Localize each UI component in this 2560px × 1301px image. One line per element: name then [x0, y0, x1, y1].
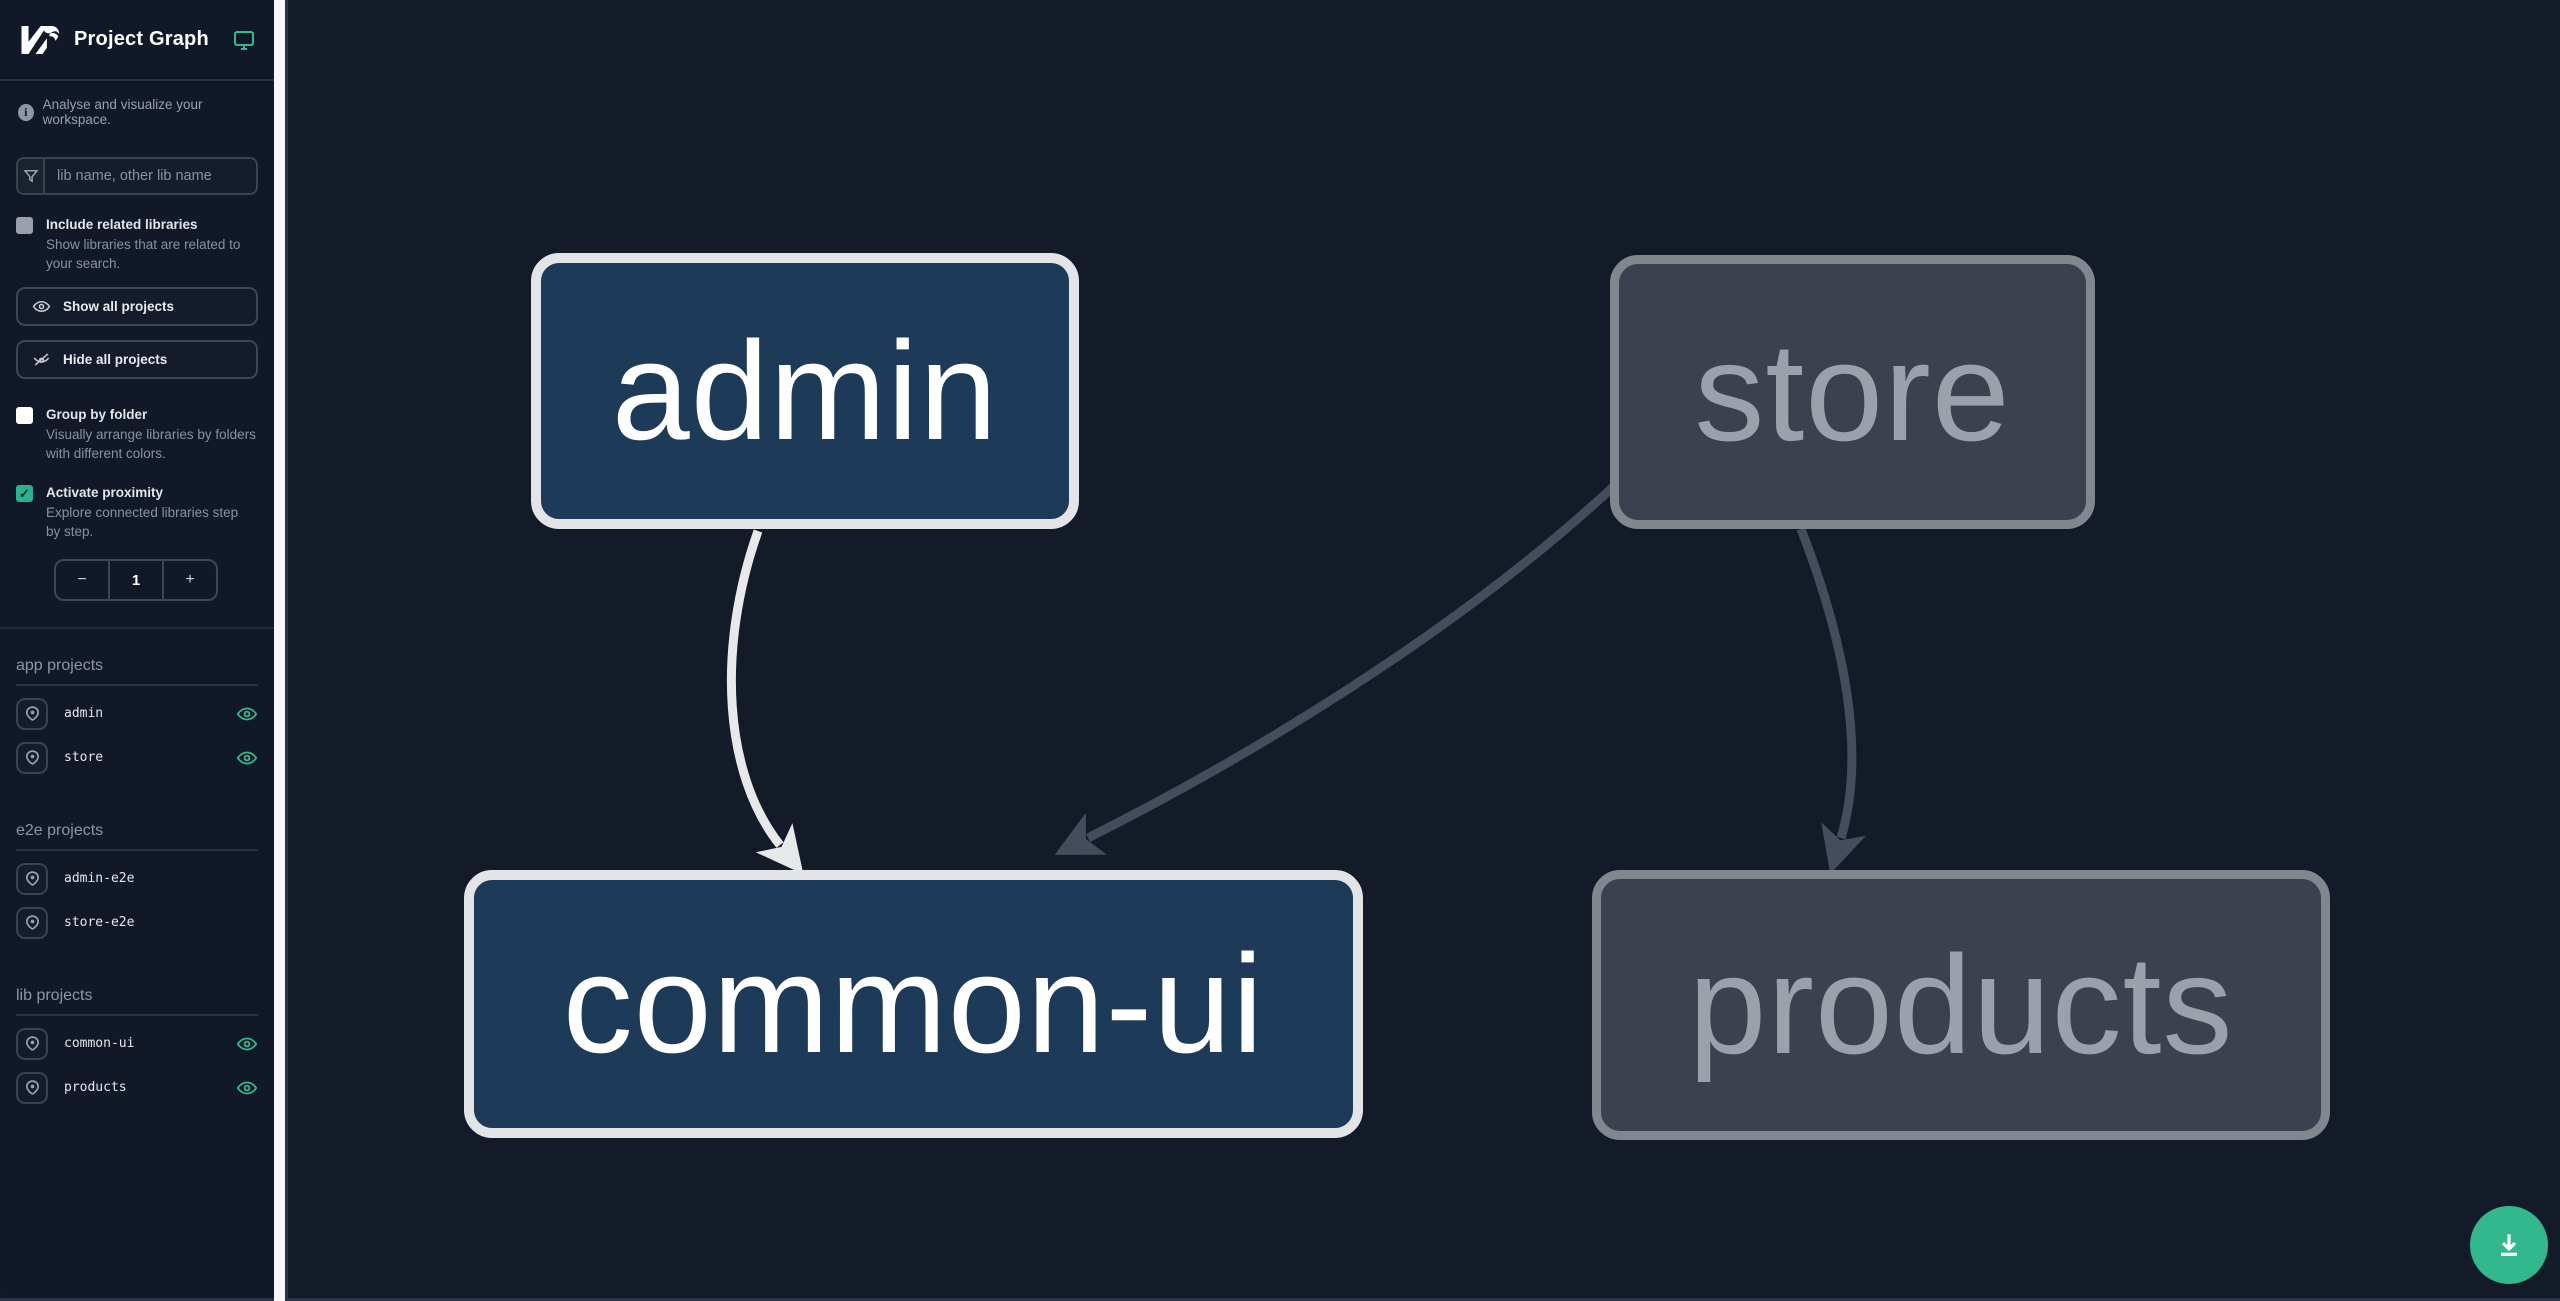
download-graph-button[interactable] [2470, 1206, 2548, 1284]
project-name: store-e2e [64, 915, 135, 930]
hide-all-projects-button[interactable]: Hide all projects [16, 340, 258, 379]
stepper-decrement-button[interactable]: − [77, 571, 87, 588]
show-all-projects-button[interactable]: Show all projects [16, 287, 258, 326]
toggle-label: Include related libraries [46, 217, 198, 232]
graph-node-products[interactable]: products [1592, 870, 2330, 1140]
toggle-visibility-eye-icon[interactable] [236, 703, 258, 725]
node-label: products [1688, 926, 2234, 1083]
toggle-description: Show libraries that are related to your … [46, 237, 241, 271]
filter-box [16, 157, 258, 195]
toggle-visibility-eye-icon[interactable] [236, 1033, 258, 1055]
graph-node-common-ui[interactable]: common-ui [464, 870, 1363, 1138]
toggle-description: Visually arrange libraries by folders wi… [46, 427, 256, 461]
nx-logo [21, 25, 60, 54]
project-name: store [64, 750, 104, 765]
proximity-stepper: − 1 + [54, 559, 218, 601]
monitor-icon[interactable] [232, 28, 256, 52]
page-title: Project Graph [74, 28, 209, 50]
subtitle-text: Analyse and visualize your workspace. [42, 97, 203, 127]
toggle-label: Activate proximity [46, 485, 164, 500]
dependency-edges [726, 483, 1867, 875]
hide-all-label: Hide all projects [63, 352, 168, 367]
focus-icon[interactable] [16, 906, 48, 939]
funnel-icon [18, 159, 45, 193]
project-row-store: store [16, 741, 258, 774]
section-heading-app-projects: app projects [16, 657, 258, 686]
edge-admin-to-common-ui[interactable] [726, 529, 804, 875]
group-by-folder-checkbox[interactable] [16, 407, 33, 424]
sidebar: Project Graph i Analyse and visualize yo… [0, 0, 274, 1298]
activate-proximity-checkbox[interactable]: ✓ [16, 485, 33, 502]
toggle-visibility-eye-icon[interactable] [236, 747, 258, 769]
toggle-label: Group by folder [46, 407, 148, 422]
project-row-admin: admin [16, 697, 258, 730]
focus-icon[interactable] [16, 1071, 48, 1104]
search-input[interactable] [45, 159, 256, 193]
edge-store-to-products[interactable] [1796, 527, 1867, 874]
project-name: admin-e2e [64, 871, 135, 886]
stepper-increment-button[interactable]: + [185, 571, 195, 588]
download-icon [2501, 1234, 2517, 1256]
show-all-label: Show all projects [63, 299, 175, 314]
sidebar-divider [0, 627, 274, 629]
edge-store-to-common-ui[interactable] [1054, 483, 1617, 855]
graph-node-admin[interactable]: admin [531, 253, 1079, 529]
sidebar-canvas-divider[interactable] [274, 0, 288, 1301]
toggle-description: Explore connected libraries step by step… [46, 505, 239, 539]
focus-icon[interactable] [16, 741, 48, 774]
eye-icon [32, 300, 51, 313]
info-icon: i [18, 103, 34, 121]
node-label: store [1694, 313, 2011, 470]
toggle-visibility-eye-icon[interactable] [236, 1077, 258, 1099]
toggle-group-by-folder[interactable]: Group by folder Visually arrange librari… [0, 379, 274, 463]
focus-icon[interactable] [16, 862, 48, 895]
project-row-store-e2e: store-e2e [16, 906, 258, 939]
node-label: common-ui [562, 925, 1265, 1082]
graph-canvas[interactable]: admin store common-ui products [288, 0, 2560, 1298]
toggle-activate-proximity[interactable]: ✓ Activate proximity Explore connected l… [0, 463, 274, 541]
sidebar-header: Project Graph [0, 0, 274, 81]
node-label: admin [611, 312, 999, 469]
project-row-common-ui: common-ui [16, 1027, 258, 1060]
project-row-admin-e2e: admin-e2e [16, 862, 258, 895]
eye-off-icon [33, 353, 50, 366]
focus-icon[interactable] [16, 697, 48, 730]
stepper-value: 1 [108, 561, 164, 599]
graph-node-store[interactable]: store [1610, 255, 2095, 529]
include-related-checkbox[interactable] [16, 217, 33, 234]
project-name: products [64, 1080, 127, 1095]
project-name: common-ui [64, 1036, 135, 1051]
focus-icon[interactable] [16, 1027, 48, 1060]
workspace-subtitle: i Analyse and visualize your workspace. [0, 81, 274, 133]
project-row-products: products [16, 1071, 258, 1104]
section-heading-lib-projects: lib projects [16, 987, 258, 1016]
project-name: admin [64, 706, 104, 721]
toggle-include-related[interactable]: Include related libraries Show libraries… [0, 195, 274, 273]
section-heading-e2e-projects: e2e projects [16, 822, 258, 851]
